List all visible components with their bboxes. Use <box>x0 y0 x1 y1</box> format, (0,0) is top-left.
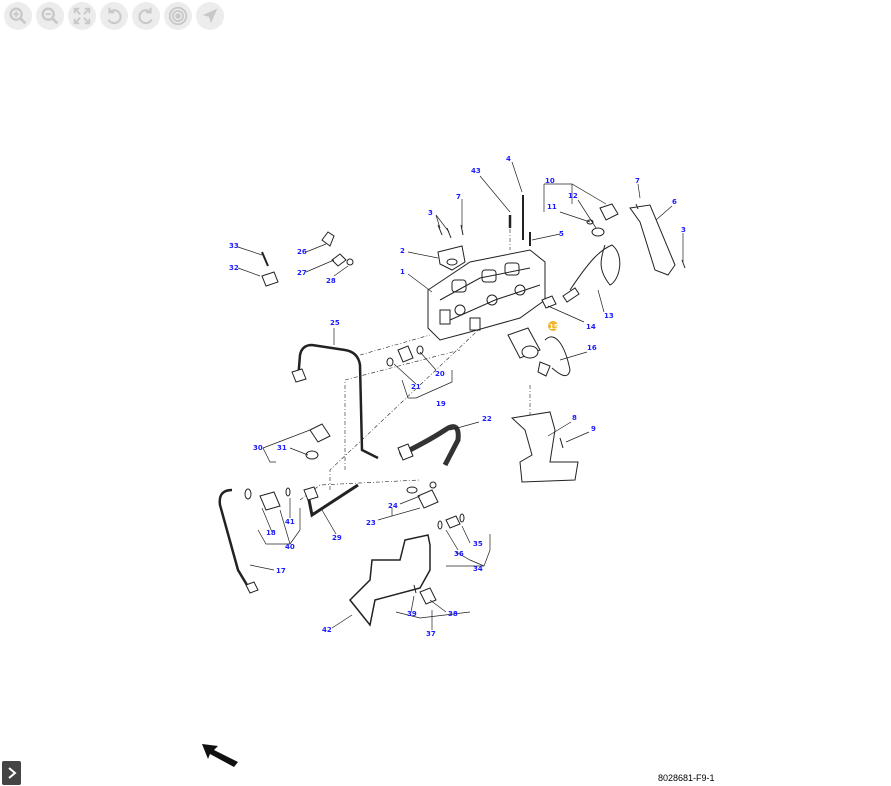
callout-25[interactable]: 25 <box>330 319 340 327</box>
callout-38[interactable]: 38 <box>448 610 458 618</box>
callout-27[interactable]: 27 <box>297 269 307 277</box>
callout-9[interactable]: 9 <box>591 425 596 433</box>
callout-1[interactable]: 1 <box>400 268 405 276</box>
target-button[interactable] <box>164 2 192 30</box>
callout-6[interactable]: 6 <box>672 198 677 206</box>
callout-21[interactable]: 21 <box>411 383 421 391</box>
callout-5[interactable]: 5 <box>559 230 564 238</box>
callout-36[interactable]: 36 <box>454 550 464 558</box>
callout-31[interactable]: 31 <box>277 444 287 452</box>
callout-30[interactable]: 30 <box>253 444 263 452</box>
callout-19[interactable]: 19 <box>436 400 446 408</box>
callout-2[interactable]: 2 <box>400 247 405 255</box>
callout-20[interactable]: 20 <box>435 370 445 378</box>
callout-3-right[interactable]: 3 <box>681 226 686 234</box>
sensor-part[interactable] <box>507 327 541 359</box>
zoom-out-button[interactable] <box>36 2 64 30</box>
callout-39[interactable]: 39 <box>407 610 417 618</box>
zoom-in-icon <box>9 7 27 25</box>
callout-26[interactable]: 26 <box>297 248 307 256</box>
callout-10[interactable]: 10 <box>545 177 555 185</box>
callout-41[interactable]: 41 <box>285 518 295 526</box>
drawing-reference-code: 8028681-F9-1 <box>658 773 715 783</box>
callout-22[interactable]: 22 <box>482 415 492 423</box>
viewer-toolbar <box>0 0 228 34</box>
callout-24[interactable]: 24 <box>388 502 398 510</box>
zoom-in-button[interactable] <box>4 2 32 30</box>
callout-12[interactable]: 12 <box>568 192 578 200</box>
chevron-right-icon <box>7 767 17 779</box>
sidebar-toggle-button[interactable] <box>2 761 21 785</box>
fit-screen-icon <box>73 7 91 25</box>
callout-29[interactable]: 29 <box>332 534 342 542</box>
callout-32[interactable]: 32 <box>229 264 239 272</box>
callout-14[interactable]: 14 <box>586 323 596 331</box>
callout-42[interactable]: 42 <box>322 626 332 634</box>
callout-34[interactable]: 34 <box>473 565 483 573</box>
pointer-icon <box>202 8 218 24</box>
callout-15[interactable]: 15 <box>549 323 559 331</box>
callout-28[interactable]: 28 <box>326 277 336 285</box>
callout-15-highlight <box>548 321 558 331</box>
callout-13[interactable]: 13 <box>604 312 614 320</box>
callout-7[interactable]: 7 <box>456 193 461 201</box>
callout-16[interactable]: 16 <box>587 344 597 352</box>
callout-17[interactable]: 17 <box>276 567 286 575</box>
rotate-right-icon <box>138 7 153 25</box>
callout-37[interactable]: 37 <box>426 630 436 638</box>
rotate-right-button[interactable] <box>132 2 160 30</box>
control-valve-part[interactable] <box>427 249 546 341</box>
callout-11[interactable]: 11 <box>547 203 557 211</box>
pointer-button[interactable] <box>196 2 224 30</box>
callout-3[interactable]: 3 <box>428 209 433 217</box>
callout-35[interactable]: 35 <box>473 540 483 548</box>
callout-23[interactable]: 23 <box>366 519 376 527</box>
callout-7-right[interactable]: 7 <box>635 177 640 185</box>
callout-40[interactable]: 40 <box>285 543 295 551</box>
callout-8[interactable]: 8 <box>572 414 577 422</box>
callout-33[interactable]: 33 <box>229 242 239 250</box>
target-icon <box>168 6 188 26</box>
fit-screen-button[interactable] <box>68 2 96 30</box>
rotate-left-icon <box>107 7 122 25</box>
callout-43[interactable]: 43 <box>471 167 481 175</box>
rotate-left-button[interactable] <box>100 2 128 30</box>
callout-18[interactable]: 18 <box>266 529 276 537</box>
callout-4[interactable]: 4 <box>506 155 511 163</box>
front-direction-arrow-icon <box>200 742 240 773</box>
zoom-out-icon <box>41 7 59 25</box>
